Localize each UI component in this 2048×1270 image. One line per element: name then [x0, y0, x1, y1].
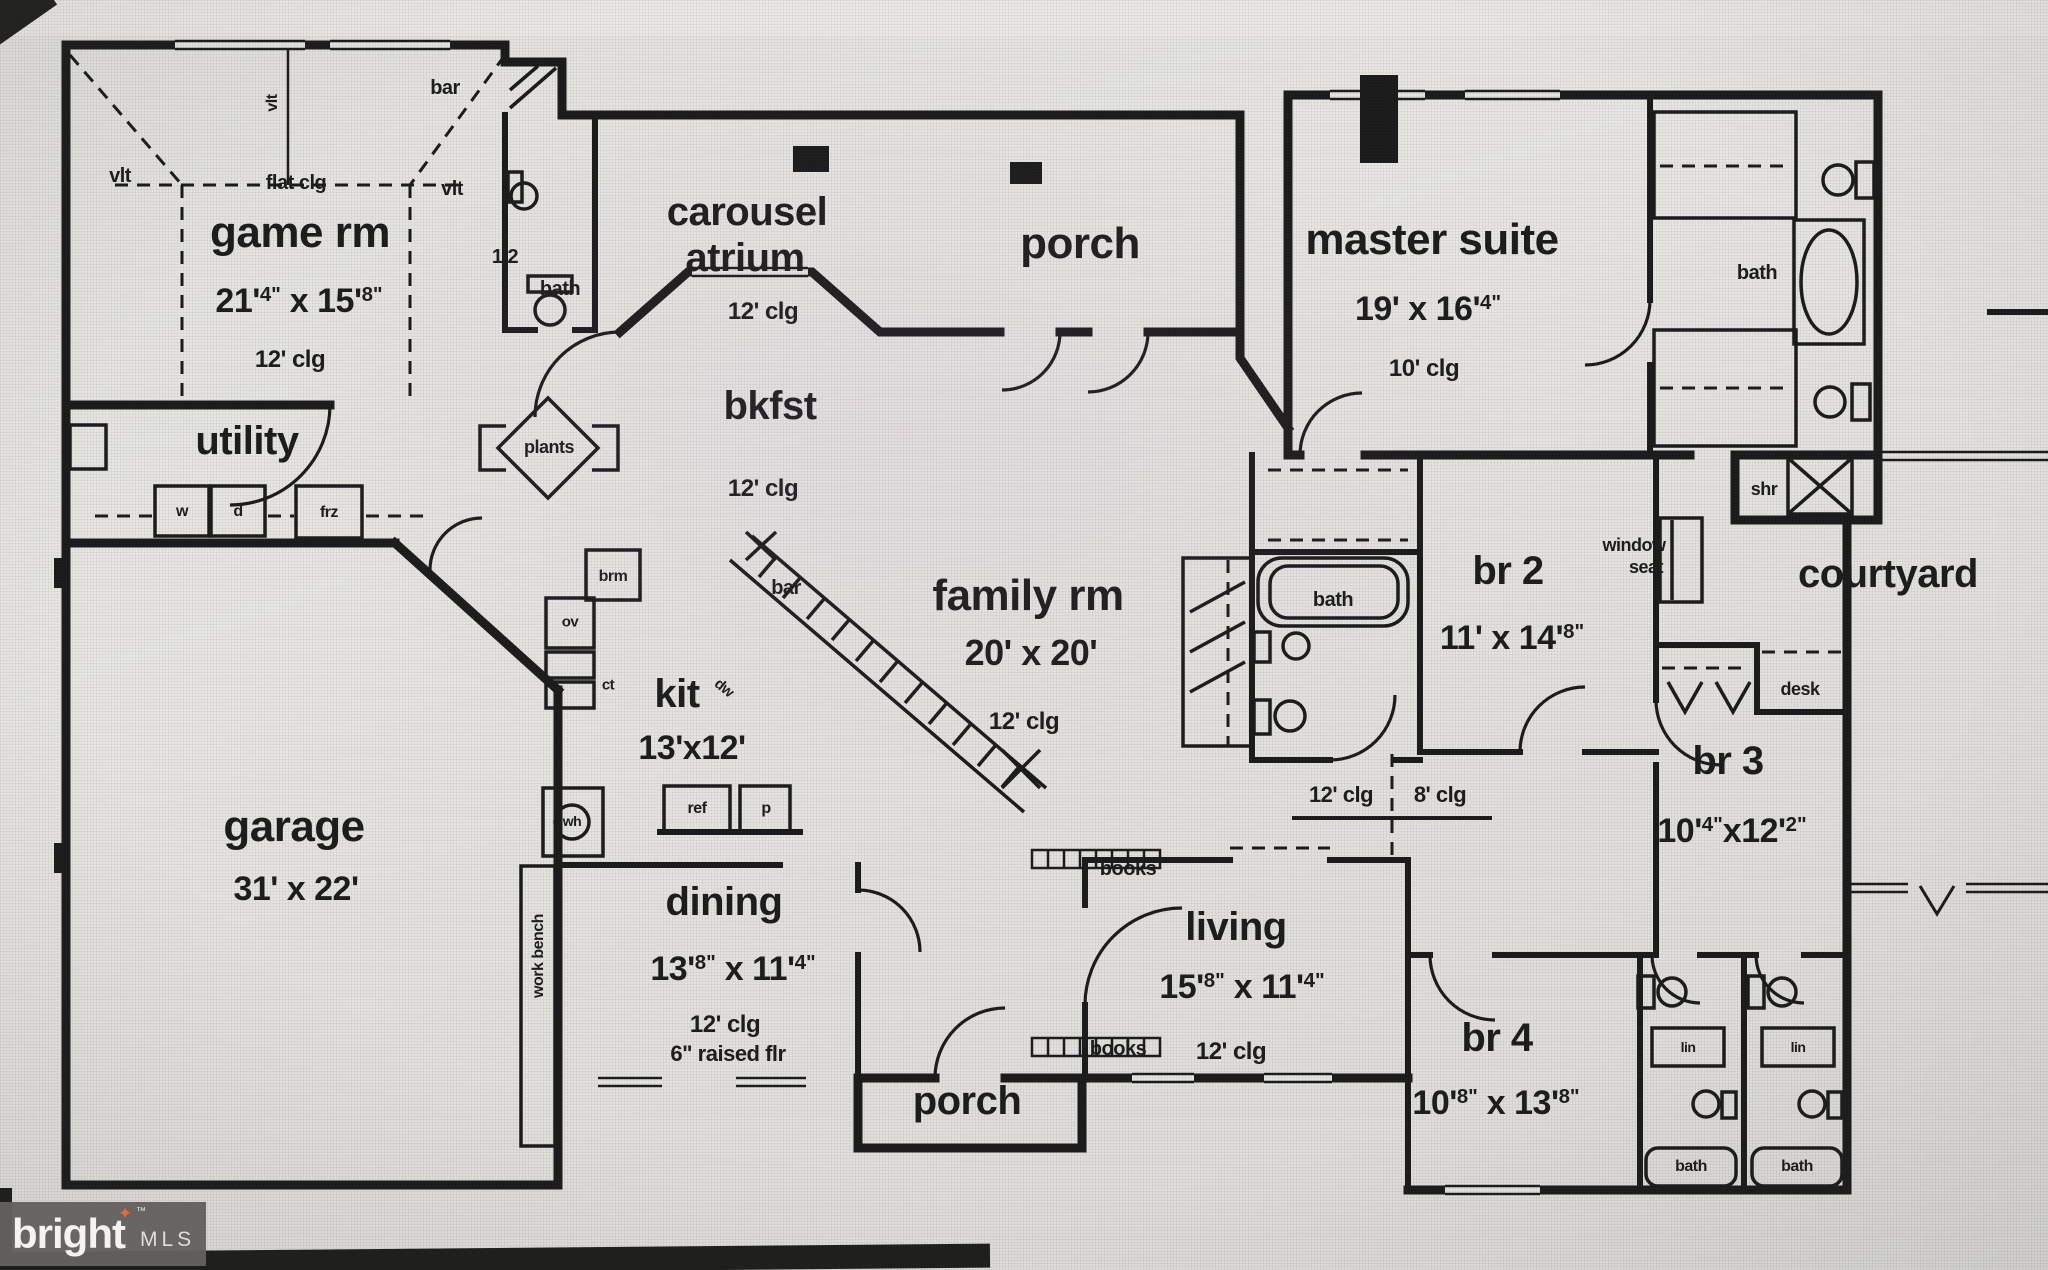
- note-water-heater: wh: [562, 813, 582, 829]
- note-washer: w: [176, 503, 188, 520]
- room-label-br3: br 3: [1692, 739, 1764, 783]
- room-label-kit: kit: [654, 672, 700, 716]
- note-dryer: d: [233, 503, 243, 520]
- note-linen-1: lin: [1680, 1039, 1696, 1055]
- note-desk: desk: [1780, 679, 1820, 699]
- note-half-bath: bath: [539, 278, 581, 300]
- room-dims-garage: 31' x 22': [233, 870, 359, 908]
- room-clg-dining: 12' clg: [689, 1011, 761, 1038]
- room-dims-br3: 10'4"x12'2": [1657, 812, 1807, 850]
- room-label-courtyard: courtyard: [1798, 552, 1979, 596]
- room-label-utility: utility: [195, 419, 299, 463]
- room-clg-master-suite: 10' clg: [1388, 355, 1460, 382]
- note-linen-2: lin: [1790, 1039, 1806, 1055]
- note-pantry: p: [761, 800, 771, 817]
- photo-top-margin: [0, 0, 2048, 36]
- note-bath-2: bath: [1781, 1158, 1813, 1175]
- note-clg8-hall: 8' clg: [1413, 782, 1467, 807]
- room-label-dining: dining: [665, 880, 783, 924]
- note-broom: brm: [598, 568, 628, 585]
- room-clg-family-rm: 12' clg: [988, 708, 1060, 735]
- room-label-living: living: [1185, 905, 1287, 949]
- room-label-br4: br 4: [1461, 1016, 1533, 1060]
- note-bath-hall: bath: [1312, 589, 1354, 611]
- room-label-br2: br 2: [1472, 549, 1544, 593]
- note-clg12-hall: 12' clg: [1308, 782, 1374, 807]
- room-label-atrium-1: carousel: [666, 190, 828, 234]
- room-dims-br4: 10'8" x 13'8": [1412, 1084, 1580, 1122]
- room-label-game-rm: game rm: [210, 208, 390, 257]
- note-half: 1/2: [491, 246, 519, 268]
- room-label-bkfst: bkfst: [723, 384, 817, 428]
- room-clg-game-rm: 12' clg: [254, 346, 326, 373]
- note-work-bench: work bench: [530, 914, 547, 998]
- note-books-bottom: books: [1089, 1038, 1147, 1060]
- room-dims-br2: 11' x 14'8": [1439, 619, 1585, 657]
- note-plants: plants: [523, 437, 575, 457]
- room-label-master-suite: master suite: [1305, 215, 1559, 264]
- room-label-porch-top: porch: [1020, 219, 1140, 268]
- note-bath-1: bath: [1675, 1158, 1707, 1175]
- note-vlt-top: vlt: [264, 94, 281, 112]
- room-label-garage: garage: [223, 802, 365, 851]
- note-bar-kit: bar: [771, 577, 801, 599]
- note-vlt-right: vlt: [441, 178, 463, 200]
- room-label-atrium-2: atrium: [685, 236, 805, 280]
- room-clg-bkfst: 12' clg: [727, 475, 799, 502]
- room-dims-kit: 13'x12': [638, 729, 746, 767]
- mls-watermark: bright ✦ ™ MLS: [0, 1202, 206, 1266]
- note-flat-clg: flat clg: [265, 172, 327, 194]
- watermark-brand: bright: [12, 1210, 126, 1257]
- note-window-seat-1: window: [1602, 535, 1667, 555]
- watermark-suffix: MLS: [140, 1228, 196, 1251]
- note-books-top: books: [1099, 858, 1157, 880]
- note-bath-master: bath: [1736, 262, 1778, 284]
- note-shr: shr: [1750, 479, 1778, 499]
- note-refrigerator: ref: [687, 800, 707, 817]
- room-dims-living: 15'8" x 11'4": [1159, 968, 1325, 1006]
- note-bar-top: bar: [430, 77, 460, 99]
- room-dims-master-suite: 19' x 16'4": [1354, 290, 1502, 328]
- room-label-family-rm: family rm: [932, 571, 1124, 620]
- watermark-star-icon: ✦: [118, 1204, 133, 1223]
- note-vlt-left: vlt: [109, 165, 131, 187]
- room-dims-dining: 13'8" x 11'4": [650, 950, 816, 988]
- room-clg-living: 12' clg: [1195, 1038, 1267, 1065]
- room-label-porch-bottom: porch: [912, 1079, 1022, 1123]
- room-dims-family-rm: 20' x 20': [964, 632, 1098, 673]
- note-window-seat-2: seat: [1628, 557, 1664, 577]
- note-freezer: frz: [319, 504, 339, 521]
- note-oven: ov: [561, 613, 579, 631]
- room-dims-game-rm: 21'4" x 15'8": [215, 282, 383, 320]
- watermark-tm: ™: [136, 1206, 146, 1217]
- note-cooktop: ct: [601, 676, 615, 694]
- room-clg-atrium: 12' clg: [727, 298, 799, 325]
- room-note-dining: 6" raised flr: [670, 1041, 786, 1066]
